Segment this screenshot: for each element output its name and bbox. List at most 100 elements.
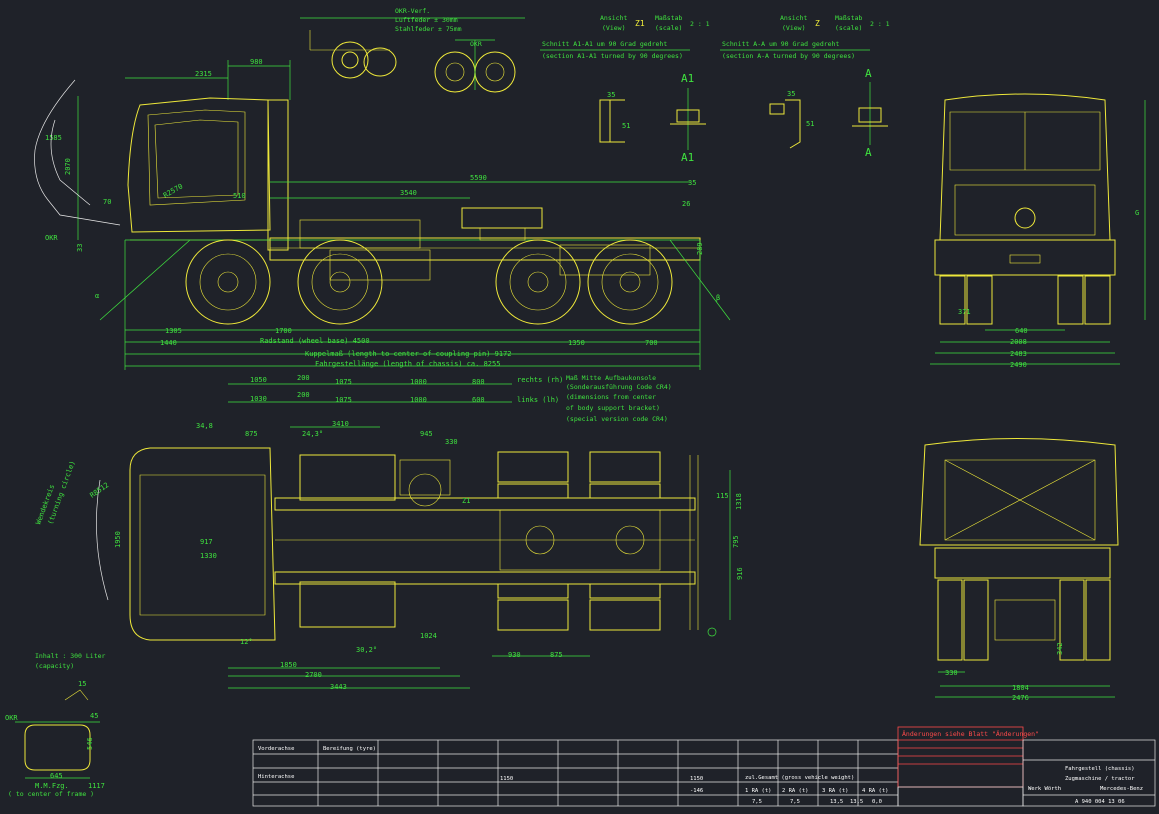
dim-15: 15 xyxy=(78,680,86,688)
view-z1-label: Ansicht (View) Z1 Maßstab (scale) 2 : 1 … xyxy=(540,14,710,60)
note-5: (special version code CR4) xyxy=(566,415,668,423)
dim-30-2: 30,2° xyxy=(356,646,377,654)
dim-1000b: 1000 xyxy=(410,396,427,404)
dim-35: 35 xyxy=(688,179,696,187)
tb-red-header: Änderungen siehe Blatt "Änderungen" xyxy=(902,729,1039,738)
angle-beta: β xyxy=(716,294,720,302)
tank-mfrg: M.M.Fzg. xyxy=(35,782,69,790)
tb-w2: 7,5 xyxy=(790,799,800,805)
dim-1440: 1440 xyxy=(160,339,177,347)
section-a1-en: (section A1-A1 turned by 90 degrees) xyxy=(542,52,683,60)
dim-5590: 5590 xyxy=(470,174,487,182)
svg-text:51: 51 xyxy=(622,122,630,130)
dim-12: 12° xyxy=(240,638,253,646)
tb-part-number: A 940 004 13 06 xyxy=(1075,799,1125,805)
dim-2476: 2476 xyxy=(1012,694,1029,702)
dim-200a: 200 xyxy=(297,374,310,382)
dim-875b: 875 xyxy=(550,651,563,659)
dim-980: 980 xyxy=(250,58,263,66)
svg-text:51: 51 xyxy=(806,120,814,128)
z1-massstab: Maßstab xyxy=(655,14,682,22)
tb-rear-axle: Hinterachse xyxy=(258,774,294,780)
dim-2483: 2483 xyxy=(1010,350,1027,358)
dim-34-8: 34,8 xyxy=(196,422,213,430)
tb-axle2: 2 RA (t) xyxy=(782,788,809,794)
okr-title: OKR-Verf. xyxy=(395,7,430,15)
dim-chassis-length: Fahrgestellänge (length of chassis) ca. … xyxy=(315,360,500,368)
tb-axle3: 3 RA (t) xyxy=(822,788,849,794)
tb-row2: 1150 xyxy=(690,776,703,782)
dim-1804: 1804 xyxy=(1012,684,1029,692)
luftfeder-note: Luftfeder ± 30mm xyxy=(395,16,458,24)
dim-1075a: 1075 xyxy=(335,378,352,386)
dim-700: 700 xyxy=(645,339,658,347)
okr-note: OKR-Verf. Luftfeder ± 30mm Stahlfeder ± … xyxy=(395,7,482,48)
svg-text:35: 35 xyxy=(787,90,795,98)
dim-45: 45 xyxy=(90,712,98,720)
tank-detail: Inhalt : 300 Liter (capacity) OKR 15 45 … xyxy=(5,652,106,798)
section-a-detail: A A 35 51 xyxy=(769,67,888,159)
rechts-label: rechts (rh) xyxy=(517,376,563,384)
dim-330-rear: 330 xyxy=(945,669,958,677)
dim-coupling: Kuppelmaß (length to center of coupling … xyxy=(305,350,512,358)
tb-row3: -146 xyxy=(690,788,703,794)
links-label: links (lh) xyxy=(517,396,559,404)
dim-2490: 2490 xyxy=(1010,361,1027,369)
dim-2008: 2008 xyxy=(1010,338,1027,346)
z1-ratio: 2 : 1 xyxy=(690,20,710,28)
tb-location: Werk Wörth xyxy=(1028,786,1061,792)
dim-875: 875 xyxy=(245,430,258,438)
rear-view: 342 330 1804 2476 xyxy=(919,438,1119,702)
angle-alpha: α xyxy=(95,292,99,300)
dim-wheelbase: Radstand (wheel base) 4500 xyxy=(260,337,370,345)
dim-3410: 3410 xyxy=(332,420,349,428)
z1-scale: (scale) xyxy=(655,24,682,32)
svg-text:35: 35 xyxy=(607,91,615,99)
dim-917: 917 xyxy=(200,538,213,546)
dim-330: 330 xyxy=(445,438,458,446)
note-1: Maß Mitte Aufbaukonsole xyxy=(566,374,656,382)
dim-2700: 2700 xyxy=(305,671,322,679)
side-view: 2315 980 2070 1585 70 OKR 33 R2570 510 3… xyxy=(34,58,731,370)
okr-label: OKR xyxy=(470,40,482,48)
tb-w1: 7,5 xyxy=(752,799,762,805)
z-view: (View) xyxy=(782,24,805,32)
tb-w5: 0,0 xyxy=(872,799,882,805)
z1-plan: Z1 xyxy=(462,497,470,505)
dim-1585: 1585 xyxy=(45,134,62,142)
tb-row1: 1150 xyxy=(500,776,513,782)
tank-capacity: Inhalt : 300 Liter xyxy=(35,652,106,660)
dim-342: 342 xyxy=(1056,642,1064,655)
tb-zul: zul.Gesamt (gross vehicle weight) xyxy=(745,775,854,781)
dim-200b: 200 xyxy=(297,391,310,399)
section-a-en: (section A-A turned by 90 degrees) xyxy=(722,52,855,60)
z1-view: (View) xyxy=(602,24,625,32)
a1-bottom: A1 xyxy=(681,151,694,164)
dim-1350: 1350 xyxy=(568,339,585,347)
tb-axle1: 1 RA (t) xyxy=(745,788,772,794)
dim-2070: 2070 xyxy=(64,158,72,175)
z1-label: Z1 xyxy=(635,19,645,28)
dim-1030: 1030 xyxy=(250,395,267,403)
dim-1330: 1330 xyxy=(200,552,217,560)
section-a1: Schnitt A1-A1 um 90 Grad gedreht xyxy=(542,40,667,48)
dim-1117: 1117 xyxy=(88,782,105,790)
section-a: Schnitt A-A um 90 Grad gedreht xyxy=(722,40,839,48)
a-bottom: A xyxy=(865,146,872,159)
dim-930: 930 xyxy=(508,651,521,659)
dim-916: 916 xyxy=(736,567,744,580)
dim-640: 640 xyxy=(1015,327,1028,335)
tb-subtitle: Zugmaschine / tractor xyxy=(1065,776,1135,782)
tb-w4: 13,5 xyxy=(850,799,863,805)
dim-1318: 1318 xyxy=(735,493,743,510)
dim-33: 33 xyxy=(76,244,84,252)
dim-1000a: 1000 xyxy=(410,378,427,386)
dim-2315: 2315 xyxy=(195,70,212,78)
dim-1850: 1850 xyxy=(280,661,297,669)
front-view: G 371 640 2008 2483 2490 xyxy=(930,93,1146,369)
dim-645: 645 xyxy=(50,772,63,780)
dim-70: 70 xyxy=(103,198,111,206)
dim-26: 26 xyxy=(682,200,690,208)
dim-1700: 1700 xyxy=(275,327,292,335)
